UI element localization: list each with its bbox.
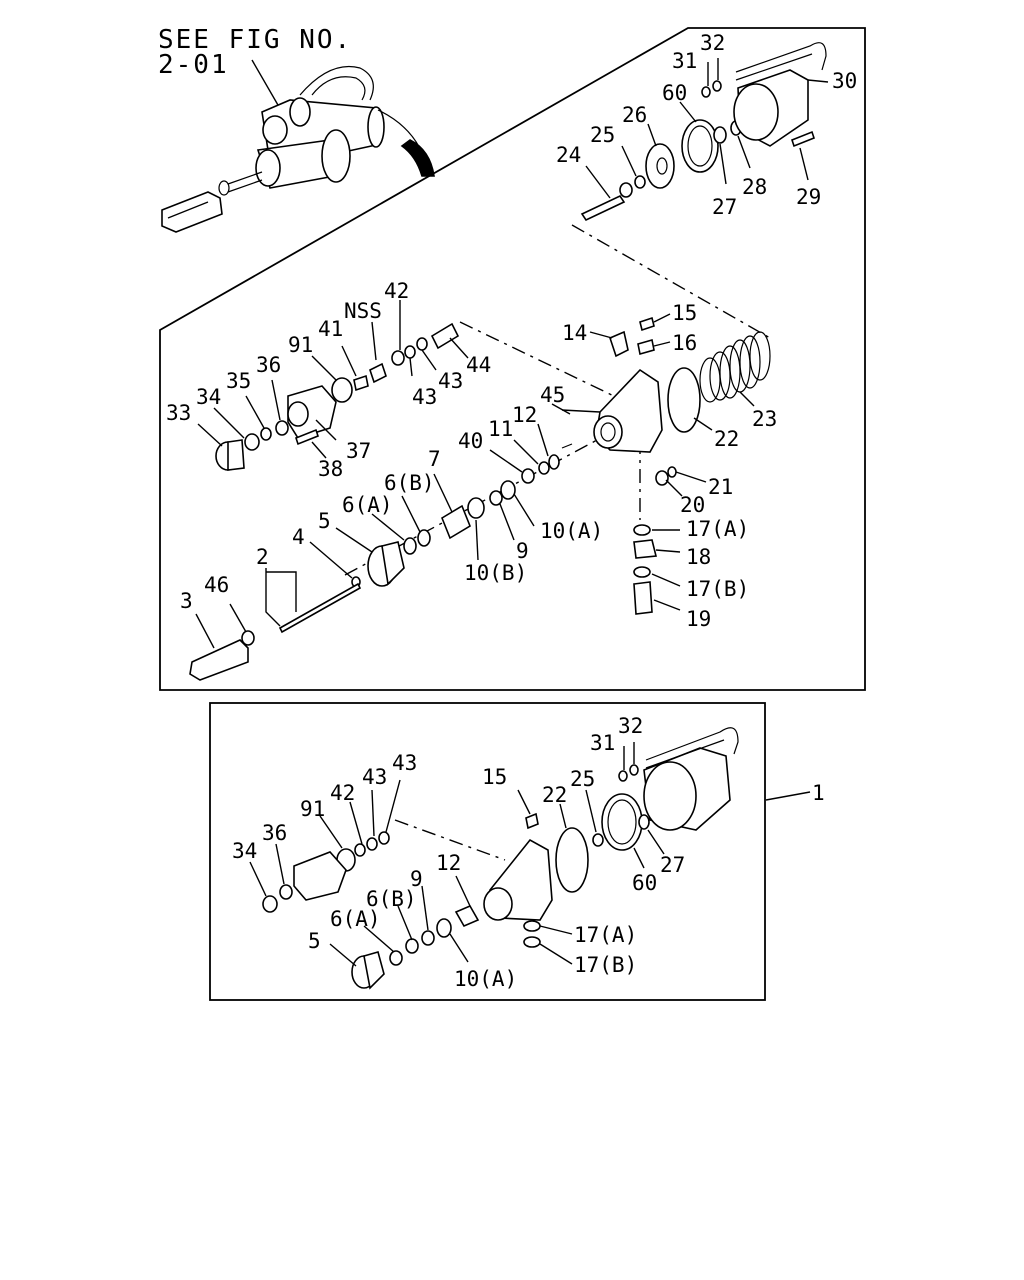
callout-33[interactable]: 33 (166, 401, 191, 425)
callout-32-lower[interactable]: 32 (618, 714, 643, 738)
callout-labels-lower: 32 31 1 15 22 25 60 27 43 43 42 91 36 34… (232, 714, 825, 991)
callout-10a-lower[interactable]: 10(A) (454, 967, 517, 991)
callout-16[interactable]: 16 (672, 331, 697, 355)
callout-60-lower[interactable]: 60 (632, 871, 657, 895)
callout-25[interactable]: 25 (590, 123, 615, 147)
callout-6b-lower[interactable]: 6(B) (366, 887, 417, 911)
callout-34[interactable]: 34 (196, 385, 221, 409)
callout-27-lower[interactable]: 27 (660, 853, 685, 877)
callout-5[interactable]: 5 (318, 509, 331, 533)
callout-25-lower[interactable]: 25 (570, 767, 595, 791)
callout-31[interactable]: 31 (672, 49, 697, 73)
callout-23[interactable]: 23 (752, 407, 777, 431)
callout-34-lower[interactable]: 34 (232, 839, 257, 863)
callout-46[interactable]: 46 (204, 573, 229, 597)
callout-40[interactable]: 40 (458, 429, 483, 453)
callout-17b[interactable]: 17(B) (686, 577, 749, 601)
lower-parts-drawing (262, 727, 739, 990)
callout-30[interactable]: 30 (832, 69, 857, 93)
callout-29[interactable]: 29 (796, 185, 821, 209)
callout-43-lower-left[interactable]: 43 (362, 765, 387, 789)
callout-36-lower[interactable]: 36 (262, 821, 287, 845)
callout-labels-upper: 32 31 30 60 26 25 24 27 28 29 NSS 42 41 … (166, 31, 857, 631)
callout-6b[interactable]: 6(B) (384, 471, 435, 495)
callout-37[interactable]: 37 (346, 439, 371, 463)
callout-15-lower[interactable]: 15 (482, 765, 507, 789)
callout-91-lower[interactable]: 91 (300, 797, 325, 821)
callout-45[interactable]: 45 (540, 383, 565, 407)
callout-26[interactable]: 26 (622, 103, 647, 127)
callout-22[interactable]: 22 (714, 427, 739, 451)
callout-3[interactable]: 3 (180, 589, 193, 613)
callout-28[interactable]: 28 (742, 175, 767, 199)
callout-17a[interactable]: 17(A) (686, 517, 749, 541)
callout-43-lower-right[interactable]: 43 (392, 751, 417, 775)
callout-24[interactable]: 24 (556, 143, 581, 167)
callout-7[interactable]: 7 (428, 447, 441, 471)
callout-31-lower[interactable]: 31 (590, 731, 615, 755)
callout-5-lower[interactable]: 5 (308, 929, 321, 953)
callout-41[interactable]: 41 (318, 317, 343, 341)
leader-lines (195, 58, 829, 967)
lower-frame (209, 702, 766, 1001)
callout-19[interactable]: 19 (686, 607, 711, 631)
callout-42-lower[interactable]: 42 (330, 781, 355, 805)
callout-nss[interactable]: NSS (344, 299, 382, 323)
callout-15[interactable]: 15 (672, 301, 697, 325)
callout-9-lower[interactable]: 9 (410, 867, 423, 891)
upper-parts-drawing (189, 42, 827, 681)
callout-43-right[interactable]: 43 (438, 369, 463, 393)
callout-18[interactable]: 18 (686, 545, 711, 569)
reference-line-1: SEE FIG NO. (158, 25, 352, 55)
callout-1[interactable]: 1 (812, 781, 825, 805)
callout-6a-lower[interactable]: 6(A) (330, 907, 381, 931)
callout-38[interactable]: 38 (318, 457, 343, 481)
callout-27[interactable]: 27 (712, 195, 737, 219)
callout-10b[interactable]: 10(B) (464, 561, 527, 585)
callout-35[interactable]: 35 (226, 369, 251, 393)
upper-frame (159, 27, 866, 691)
callout-14[interactable]: 14 (562, 321, 587, 345)
callout-4[interactable]: 4 (292, 525, 305, 549)
callout-11[interactable]: 11 (488, 417, 513, 441)
callout-17a-lower[interactable]: 17(A) (574, 923, 637, 947)
assembly-overview-drawing (161, 65, 435, 233)
callout-32[interactable]: 32 (700, 31, 725, 55)
callout-22-lower[interactable]: 22 (542, 783, 567, 807)
callout-9[interactable]: 9 (516, 539, 529, 563)
callout-36[interactable]: 36 (256, 353, 281, 377)
callout-44[interactable]: 44 (466, 353, 491, 377)
callout-12[interactable]: 12 (512, 403, 537, 427)
figure-reference[interactable]: SEE FIG NO. 2-01 (158, 25, 352, 113)
callout-10a[interactable]: 10(A) (540, 519, 603, 543)
callout-12-lower[interactable]: 12 (436, 851, 461, 875)
callout-42[interactable]: 42 (384, 279, 409, 303)
callout-21[interactable]: 21 (708, 475, 733, 499)
callout-43-left[interactable]: 43 (412, 385, 437, 409)
callout-17b-lower[interactable]: 17(B) (574, 953, 637, 977)
callout-91[interactable]: 91 (288, 333, 313, 357)
callout-6a[interactable]: 6(A) (342, 493, 393, 517)
callout-20[interactable]: 20 (680, 493, 705, 517)
callout-60[interactable]: 60 (662, 81, 687, 105)
callout-2[interactable]: 2 (256, 545, 269, 569)
reference-line-2: 2-01 (158, 50, 229, 80)
